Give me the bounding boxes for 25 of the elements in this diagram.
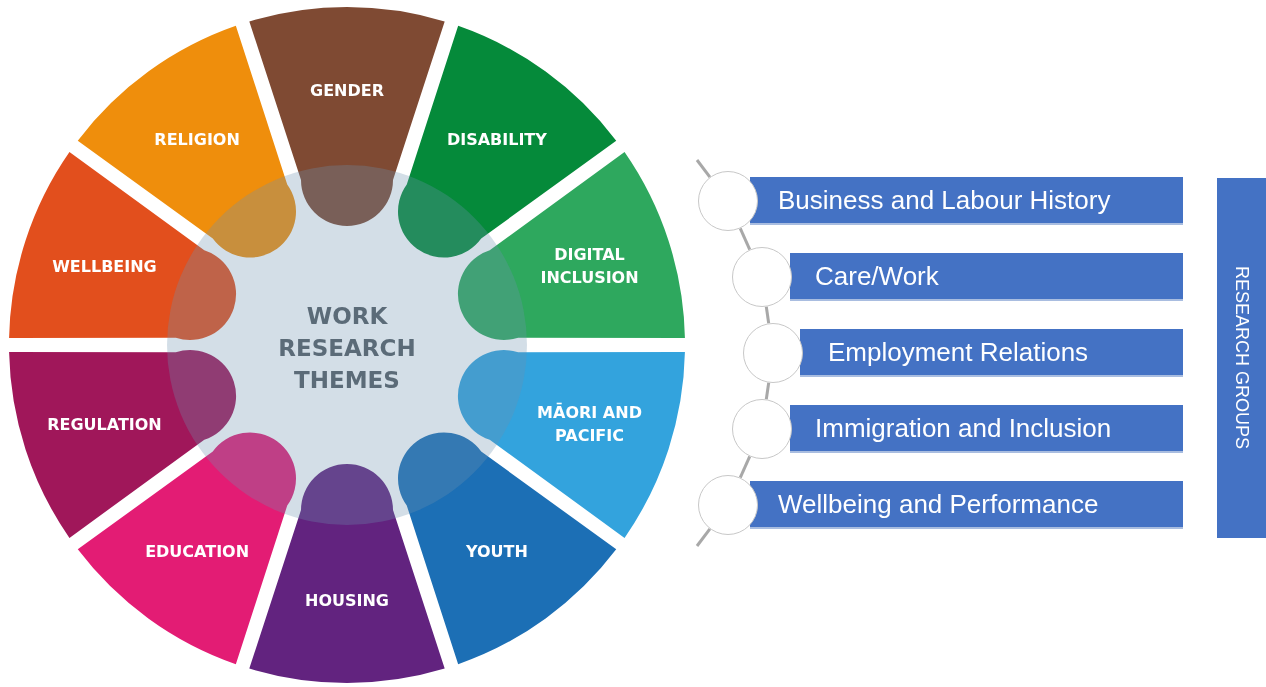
theme-label: GENDER xyxy=(309,79,385,102)
center-title: WORK RESEARCH THEMES xyxy=(277,302,417,395)
section-banner: RESEARCH GROUPS xyxy=(1217,178,1266,538)
research-group-banner: Business and Labour History xyxy=(750,177,1183,225)
theme-label: HOUSING xyxy=(304,589,390,612)
connector-line xyxy=(738,455,752,479)
connector-line xyxy=(738,227,752,251)
theme-label: RELIGION xyxy=(153,128,241,151)
research-group-banner: Care/Work xyxy=(790,253,1183,301)
research-group-banner: Employment Relations xyxy=(800,329,1183,377)
theme-label: DIGITAL INCLUSION xyxy=(539,244,640,290)
bullet-circle xyxy=(698,475,758,535)
theme-label: EDUCATION xyxy=(144,540,251,563)
connector-line xyxy=(764,306,771,324)
theme-label: WELLBEING xyxy=(51,255,158,278)
connector-line xyxy=(695,528,712,547)
research-group-banner: Immigration and Inclusion xyxy=(790,405,1183,453)
connector-line xyxy=(764,382,771,400)
connector-line xyxy=(695,159,712,178)
research-group-banner: Wellbeing and Performance xyxy=(750,481,1183,529)
bullet-circle xyxy=(698,171,758,231)
theme-label: REGULATION xyxy=(46,413,163,436)
theme-label: MĀORI AND PACIFIC xyxy=(536,401,643,447)
theme-label: DISABILITY xyxy=(445,128,548,151)
theme-label: YOUTH xyxy=(464,540,529,563)
